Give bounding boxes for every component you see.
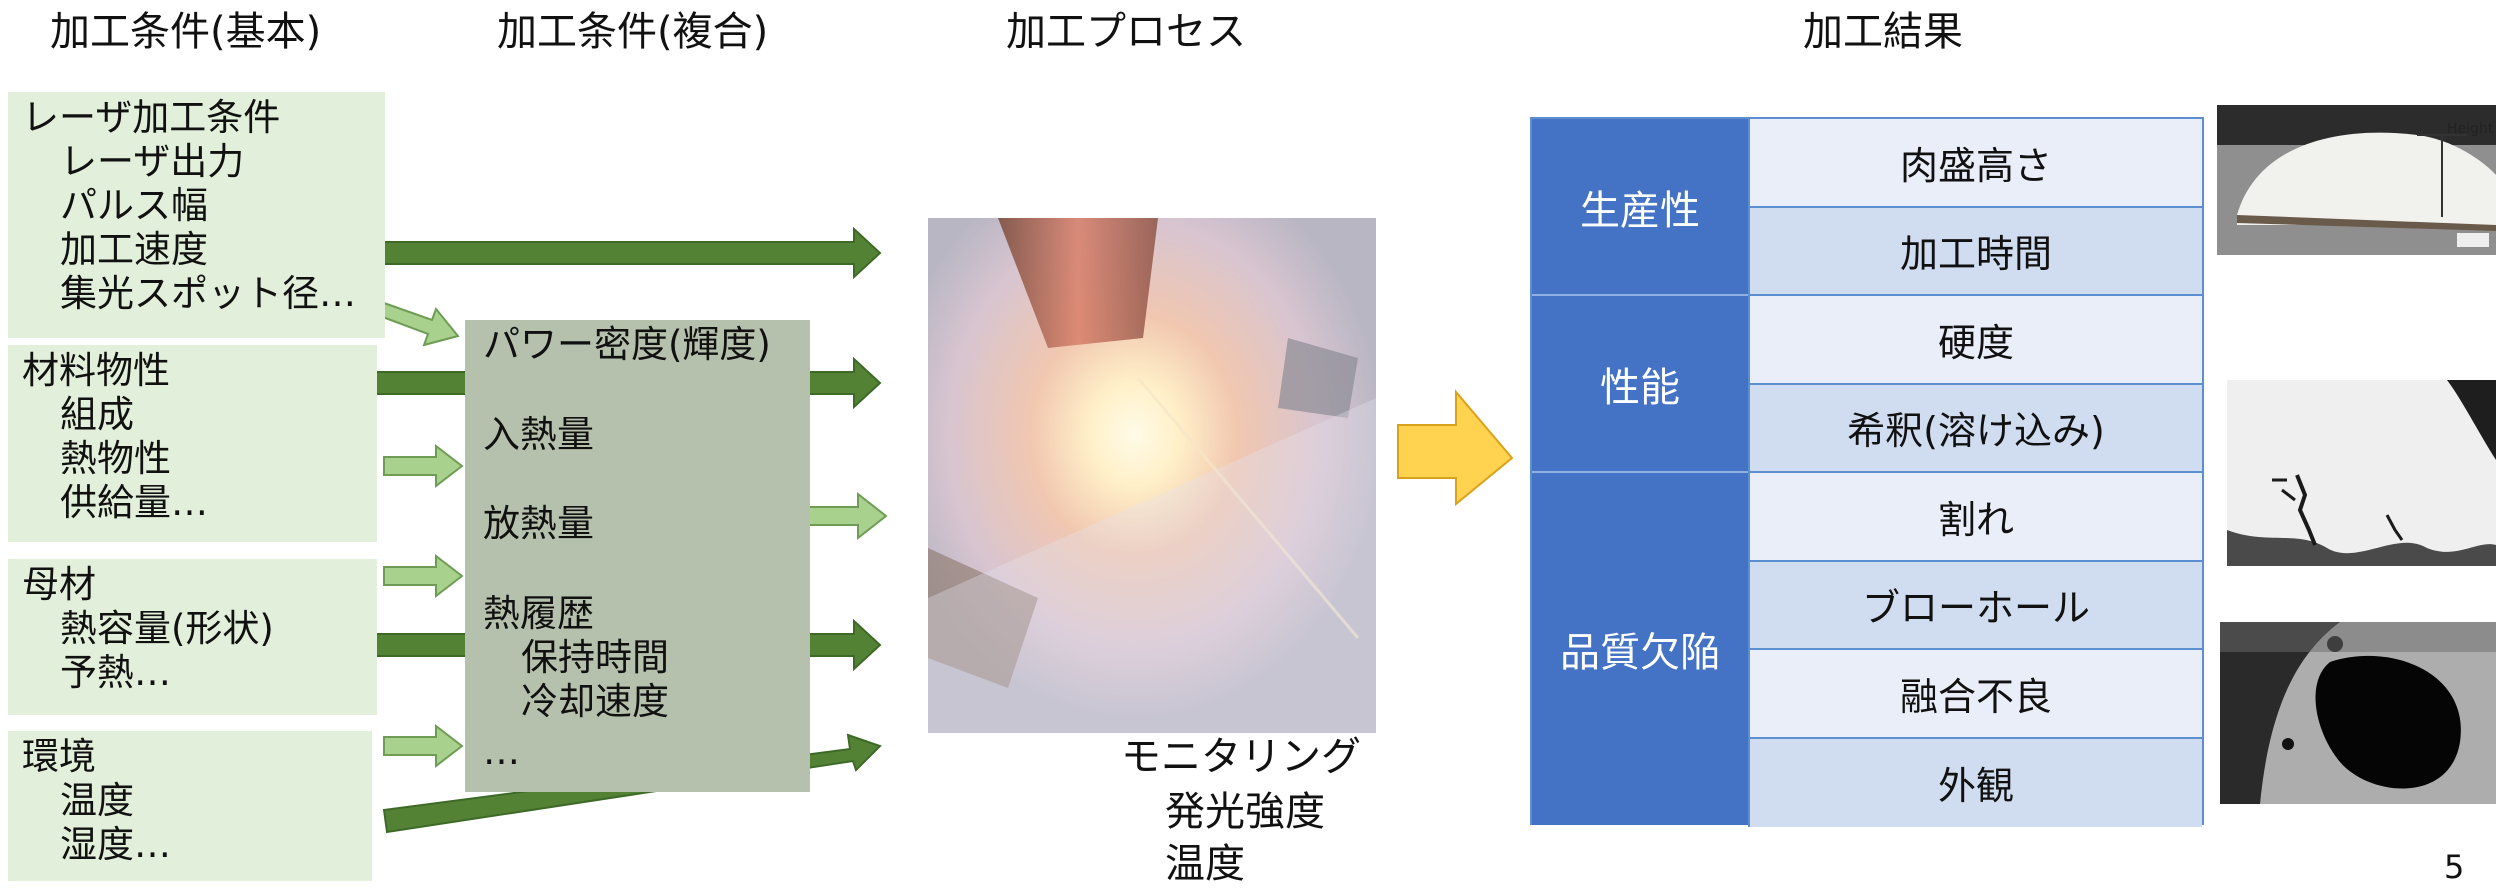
- result-bead-height: 肉盛高さ: [1748, 119, 2202, 208]
- arrow-base-to-combined-light: [383, 553, 464, 599]
- process-photo: [928, 218, 1376, 733]
- header-combined-conditions: 加工条件(複合): [497, 9, 769, 55]
- humidity-label: 湿度…: [60, 823, 171, 866]
- process-speed-label: 加工速度: [60, 228, 208, 271]
- thermal-properties-label: 熱物性: [60, 437, 171, 480]
- environment-box: 環境 温度 湿度…: [8, 731, 372, 881]
- material-properties-title: 材料物性: [22, 349, 170, 392]
- arrow-combined-to-process-light: [807, 491, 888, 541]
- thermal-history-label: 熱履歴: [483, 592, 594, 635]
- preheat-label: 予熱…: [60, 651, 171, 694]
- heat-dissipation-label: 放熱量: [483, 502, 594, 545]
- arrow-combined-to-process-2: [807, 618, 882, 672]
- arrow-laser-to-combined: [378, 301, 460, 347]
- environment-title: 環境: [22, 735, 96, 778]
- page-number: 5: [2444, 848, 2465, 886]
- lack-of-fusion-image: [2220, 622, 2496, 804]
- laser-output-label: レーザ出力: [60, 140, 245, 183]
- temperature-label: 温度: [60, 779, 134, 822]
- result-dilution: 希釈(溶け込み): [1748, 384, 2202, 473]
- result-process-time: 加工時間: [1748, 207, 2202, 296]
- heat-input-label: 入熱量: [483, 413, 594, 456]
- spot-diameter-label: 集光スポット径…: [60, 272, 356, 315]
- monitoring-temperature-label: 温度: [1165, 841, 1245, 887]
- category-quality-defects: 品質欠陥: [1532, 473, 1748, 825]
- composition-label: 組成: [60, 393, 134, 436]
- base-material-box: 母材 熱容量(形状) 予熱…: [8, 559, 377, 715]
- result-appearance: 外観: [1748, 738, 2202, 827]
- material-properties-box: 材料物性 組成 熱物性 供給量…: [8, 345, 377, 542]
- pulse-width-label: パルス幅: [60, 184, 208, 227]
- height-label: Height: [2447, 121, 2494, 137]
- category-performance: 性能: [1532, 296, 1748, 473]
- power-density-label: パワー密度(輝度): [483, 323, 771, 366]
- monitoring-title: モニタリング: [1121, 734, 1361, 780]
- result-lack-of-fusion: 融合不良: [1748, 650, 2202, 739]
- laser-conditions-title: レーザ加工条件: [22, 96, 281, 139]
- cooling-rate-label: 冷却速度: [521, 680, 669, 723]
- header-results: 加工結果: [1803, 9, 1963, 55]
- arrow-material-to-combined: [375, 371, 469, 395]
- arrow-laser-to-process: [383, 226, 882, 280]
- result-hardness: 硬度: [1748, 296, 2202, 385]
- combined-etc-label: …: [483, 730, 520, 773]
- arrow-combined-to-process-1: [807, 356, 882, 410]
- results-table: 生産性 性能 品質欠陥 肉盛高さ 加工時間 硬度 希釈(溶け込み) 割れ ブロー…: [1530, 117, 2204, 827]
- heat-capacity-label: 熱容量(形状): [60, 607, 274, 650]
- category-productivity: 生産性: [1532, 119, 1748, 296]
- header-basic-conditions: 加工条件(基本): [50, 9, 322, 55]
- result-cracks: 割れ: [1748, 473, 2202, 562]
- arrow-process-to-results: [1397, 389, 1514, 507]
- emission-intensity-label: 発光強度: [1165, 789, 1325, 835]
- holding-time-label: 保持時間: [521, 636, 669, 679]
- base-material-title: 母材: [22, 563, 96, 606]
- arrow-material-to-combined-light: [383, 443, 464, 489]
- header-process: 加工プロセス: [1006, 9, 1246, 55]
- result-blowholes: ブローホール: [1748, 561, 2202, 650]
- combined-conditions-box: パワー密度(輝度) 入熱量 放熱量 熱履歴 保持時間 冷却速度 …: [465, 320, 810, 792]
- crack-cross-section-image: [2227, 380, 2496, 566]
- bead-cross-section-image: Height: [2217, 105, 2496, 255]
- feed-rate-label: 供給量…: [60, 481, 208, 524]
- arrow-env-to-combined: [383, 723, 464, 769]
- laser-conditions-box: レーザ加工条件 レーザ出力 パルス幅 加工速度 集光スポット径…: [8, 92, 385, 338]
- arrow-base-to-combined: [375, 633, 469, 657]
